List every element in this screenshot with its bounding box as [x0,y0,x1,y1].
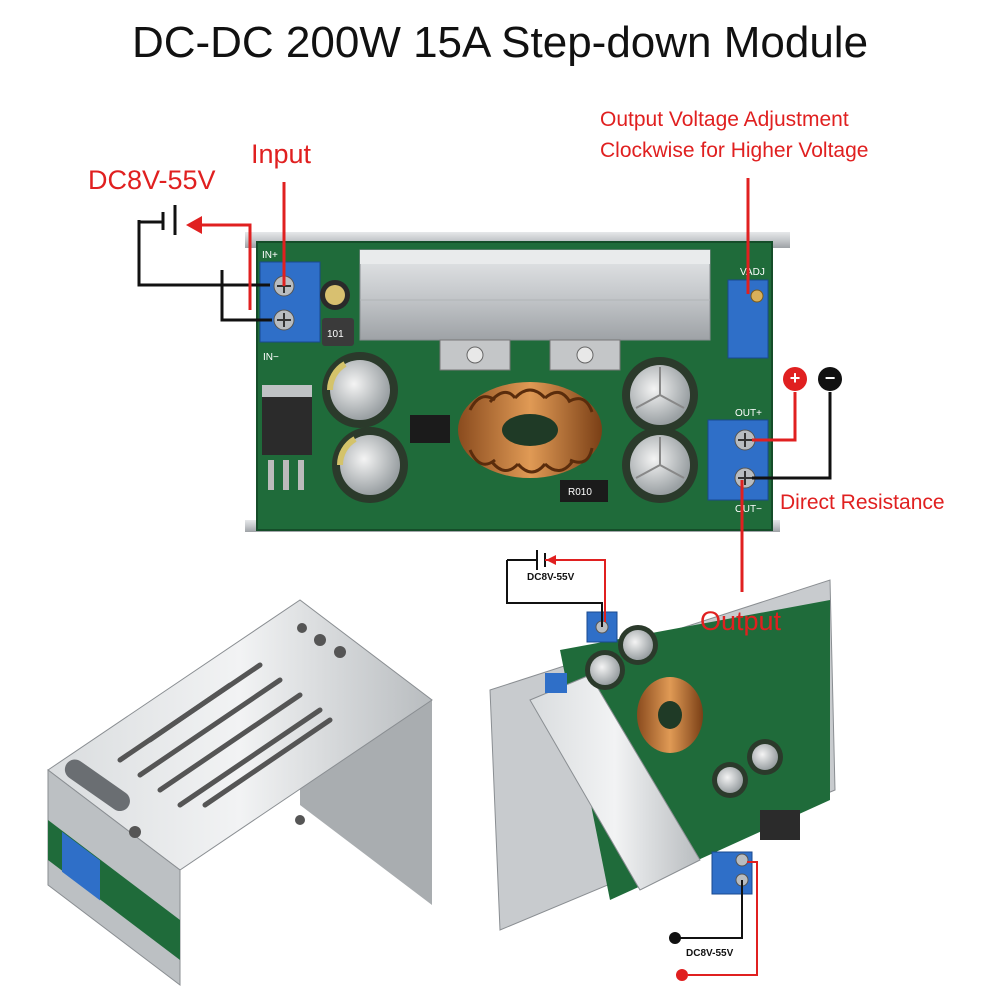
arrow-head-icon [186,216,202,234]
toroid-coil [458,382,602,478]
bottom-left-module [47,599,433,987]
output-label: Output [700,606,782,636]
sense-resistor [560,480,608,502]
output-terminal [707,419,769,501]
input-label: Input [251,139,312,169]
inductor-101 [322,318,354,346]
capacitor-1 [322,352,398,428]
input-range-label: DC8V-55V [88,165,216,195]
plus-terminal-icon [783,367,807,391]
adjust-label-2: Clockwise for Higher Voltage [600,139,869,162]
pcb-resistor-code: R010 [568,487,592,498]
regulator [262,395,312,455]
capacitor-2 [332,427,408,503]
capacitor-3 [622,357,698,433]
input-terminal [259,261,321,343]
top-module: IN+ IN− 101 VADJ [245,232,790,532]
small-plus-icon [676,969,688,981]
page-title: DC-DC 200W 15A Step-down Module [131,18,869,67]
minus-terminal-icon [818,367,842,391]
pcb-in-plus: IN+ [262,250,278,261]
small-range-top: DC8V-55V [527,572,575,583]
pcb-out-minus: OUT− [735,504,762,515]
direct-resistance-label: Direct Resistance [780,491,945,514]
pcb-inductor-code: 101 [327,329,344,340]
plus-sign: + [789,368,801,388]
minus-sign: − [824,368,836,388]
small-wiring [506,550,758,976]
small-minus-icon [669,932,681,944]
bottom-right-module [489,579,836,931]
pcb-in-minus: IN− [263,352,279,363]
adjust-label-1: Output Voltage Adjustment [600,108,849,131]
small-range-bottom: DC8V-55V [686,948,734,959]
heatsink [359,249,711,371]
pcb-out-plus: OUT+ [735,408,762,419]
ic-chip [410,415,450,443]
annotation-wires [137,178,832,592]
pcb-vadj: VADJ [740,267,765,278]
capacitor-4 [622,427,698,503]
